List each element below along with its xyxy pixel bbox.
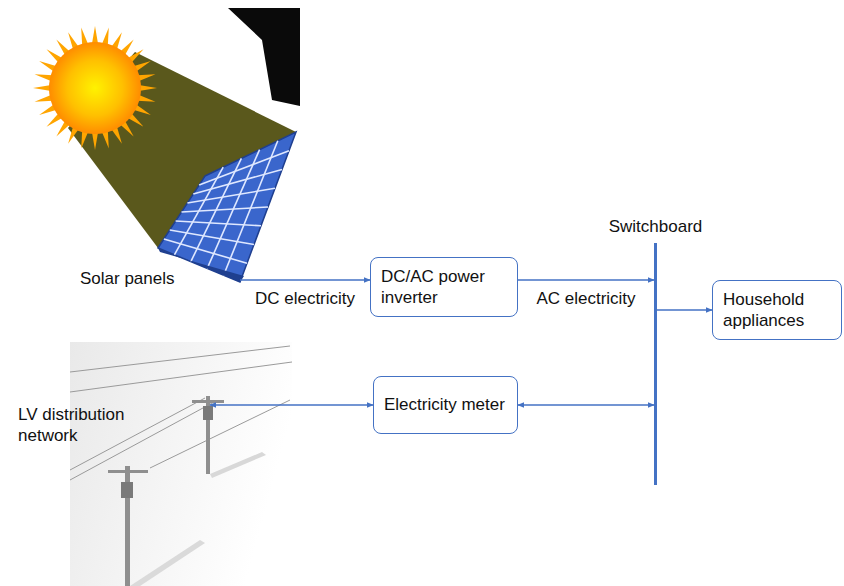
node-text: Solar panels: [80, 268, 240, 289]
node-text: DC/AC power inverter: [381, 266, 507, 309]
image-label: LV distribution network: [18, 404, 210, 451]
edge-label: AC electricity: [534, 289, 637, 309]
connector-arrow: [210, 404, 373, 406]
image-label: Solar panels: [80, 268, 240, 293]
switchboard-bus: Switchboard: [654, 243, 657, 485]
network-background: [70, 342, 292, 586]
node-text: Switchboard: [609, 216, 703, 237]
node-text: Electricity meter: [384, 394, 507, 415]
node-text: LV distribution network: [18, 404, 146, 447]
connector-arrow: [240, 279, 370, 281]
utility-poles: [108, 396, 266, 586]
solar-panel: [158, 132, 296, 282]
shadow-shape: [228, 8, 300, 106]
edge-label: DC electricity: [253, 289, 357, 309]
process-box: Electricity meter: [373, 376, 518, 434]
node-text: Household appliances: [723, 289, 831, 332]
process-box: DC/AC power inverter: [370, 257, 518, 317]
connector-arrow: [657, 309, 712, 311]
sun: [49, 42, 141, 134]
sun-rays: [33, 26, 157, 150]
process-box: Household appliances: [712, 280, 842, 340]
connector-arrow: [518, 404, 654, 406]
connector-arrow: [518, 279, 654, 281]
